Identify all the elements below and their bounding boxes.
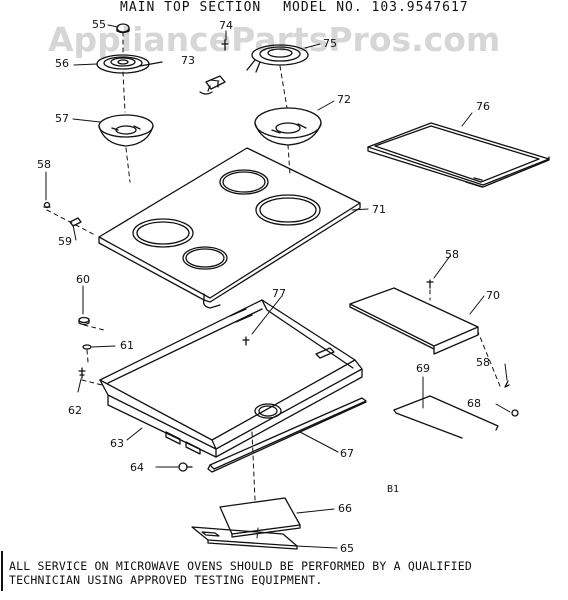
service-notice: ALL SERVICE ON MICROWAVE OVENS SHOULD BE… (9, 559, 472, 587)
part-67-trim (207, 397, 367, 473)
notice-margin-bar (1, 551, 3, 591)
part-69-wire-bracket (393, 395, 499, 439)
callout-56: 56 (55, 57, 69, 70)
part-73-receptacle (199, 75, 226, 95)
callout-77: 77 (272, 287, 286, 300)
part-58-screw-lower (504, 380, 510, 388)
part-55-cap (116, 23, 130, 34)
part-63-chassis (99, 299, 363, 458)
callout-58-upper: 58 (445, 248, 459, 261)
assembly-lines (46, 31, 501, 539)
sheet-code: B1 (387, 484, 400, 495)
part-76-panel (367, 122, 550, 188)
callout-71: 71 (372, 203, 386, 216)
part-58-screw-left (43, 201, 51, 209)
model-number: MODEL NO. 103.9547617 (283, 0, 469, 15)
part-62-screw (78, 367, 86, 379)
callout-74: 74 (219, 19, 233, 32)
callout-75: 75 (323, 37, 337, 50)
leader-lines (45, 24, 511, 549)
part-72-drip-bowl (254, 107, 322, 146)
callout-61: 61 (120, 339, 134, 352)
callout-64: 64 (130, 461, 144, 474)
part-56-surface-element (96, 54, 163, 74)
part-77-screw (242, 336, 250, 346)
notice-line-2: TECHNICIAN USING APPROVED TESTING EQUIPM… (9, 573, 323, 587)
callout-66: 66 (338, 502, 352, 515)
part-75-surface-element (246, 44, 309, 73)
diagram-title: MAIN TOP SECTION MODEL NO. 103.9547617 (120, 0, 469, 15)
callout-76: 76 (476, 100, 490, 113)
callout-55: 55 (92, 18, 106, 31)
callout-60: 60 (76, 273, 90, 286)
part-64-screw (178, 462, 193, 472)
callout-72: 72 (337, 93, 351, 106)
part-68-screw (511, 409, 519, 417)
callout-58-lower: 58 (476, 356, 490, 369)
part-74-screw (221, 39, 229, 51)
part-59-clip (69, 217, 82, 227)
callout-65: 65 (340, 542, 354, 555)
callout-62: 62 (68, 404, 82, 417)
part-58-screw-upper (426, 279, 434, 289)
callout-67: 67 (340, 447, 354, 460)
part-57-drip-bowl (98, 114, 154, 147)
callout-63: 63 (110, 437, 124, 450)
part-71-cooktop (98, 147, 361, 309)
callout-73: 73 (181, 54, 195, 67)
part-70-bracket (349, 287, 479, 355)
part-66-plate (219, 497, 301, 538)
section-title: MAIN TOP SECTION (120, 0, 262, 15)
callout-69: 69 (416, 362, 430, 375)
part-60-foot (78, 316, 90, 326)
notice-line-1: ALL SERVICE ON MICROWAVE OVENS SHOULD BE… (9, 559, 473, 573)
part-61-washer (82, 344, 92, 350)
callout-68: 68 (467, 397, 481, 410)
callout-59: 59 (58, 235, 72, 248)
callout-70: 70 (486, 289, 500, 302)
callout-57: 57 (55, 112, 69, 125)
callout-58-left: 58 (37, 158, 51, 171)
